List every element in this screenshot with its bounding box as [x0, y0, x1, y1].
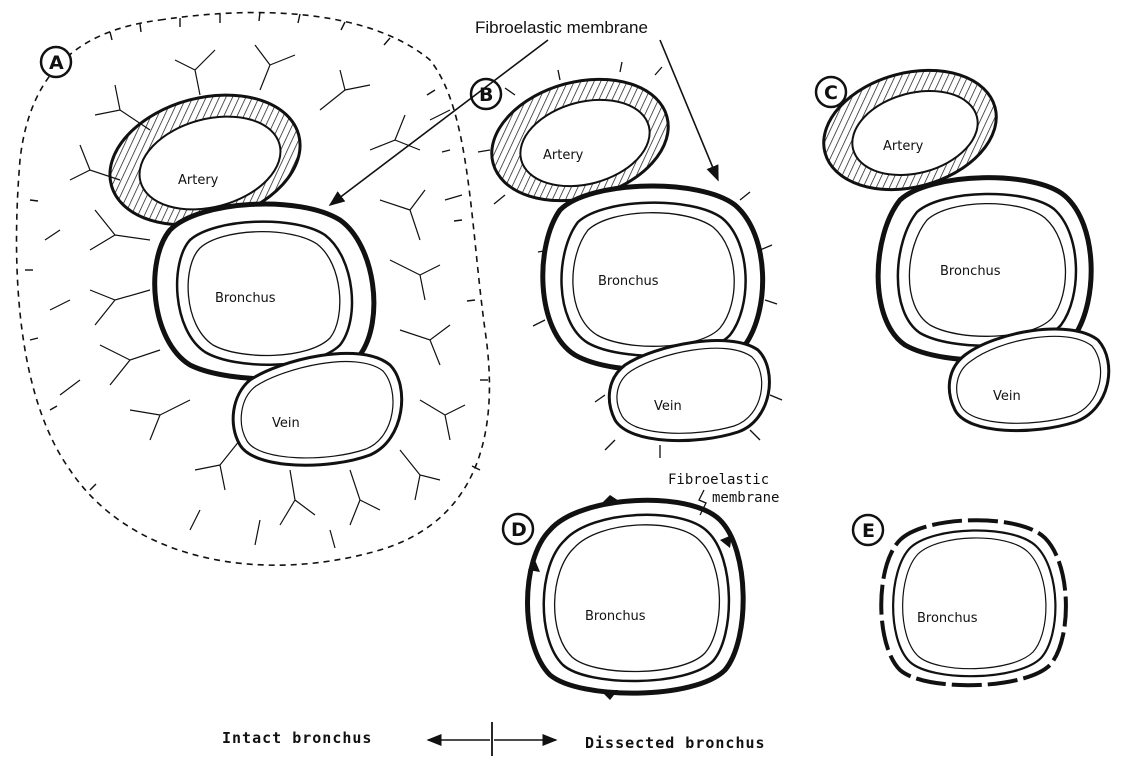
svg-text:D: D — [511, 519, 527, 541]
svg-text:membrane: membrane — [712, 490, 779, 506]
artery-label-b: Artery — [543, 148, 584, 163]
bronchus-label-c: Bronchus — [940, 264, 1001, 279]
vein-label-a: Vein — [272, 416, 300, 431]
arrow-to-panel-b — [660, 40, 718, 180]
svg-text:C: C — [824, 82, 838, 104]
vein-label-b: Vein — [654, 399, 682, 414]
membrane-label-top: Fibroelastic membrane — [475, 18, 648, 37]
panel-letter-d: D — [503, 514, 533, 544]
bronchus-label-e: Bronchus — [917, 611, 978, 626]
footer-legend: Intact bronchus Dissected bronchus — [222, 722, 766, 756]
svg-text:E: E — [862, 520, 875, 542]
panel-letter-e: E — [853, 515, 883, 545]
panel-a: Artery Bronchus Vein A — [17, 12, 490, 565]
vein-label-c: Vein — [993, 389, 1021, 404]
footer-intact-label: Intact bronchus — [222, 729, 372, 747]
svg-text:Fibroelastic: Fibroelastic — [668, 472, 769, 488]
panel-d: Bronchus D Fibroelastic membrane — [503, 472, 779, 700]
svg-text:A: A — [49, 52, 64, 74]
panel-e: Bronchus E — [853, 515, 1066, 685]
panel-c: Artery Bronchus Vein C — [810, 52, 1109, 430]
bronchus-label-b: Bronchus — [598, 274, 659, 289]
panel-letter-a: A — [41, 47, 71, 77]
panel-letter-c: C — [816, 77, 846, 107]
bronchus-d: Bronchus — [528, 495, 744, 700]
bronchus-e: Bronchus — [881, 520, 1066, 685]
bronchus-label-a: Bronchus — [215, 291, 276, 306]
bronchus-label-d: Bronchus — [585, 609, 646, 624]
panel-b: Artery Bronchus Vein B — [471, 61, 782, 458]
artery-label-a: Artery — [178, 173, 219, 188]
footer-dissected-label: Dissected bronchus — [585, 734, 766, 752]
artery-label-c: Artery — [883, 139, 924, 154]
